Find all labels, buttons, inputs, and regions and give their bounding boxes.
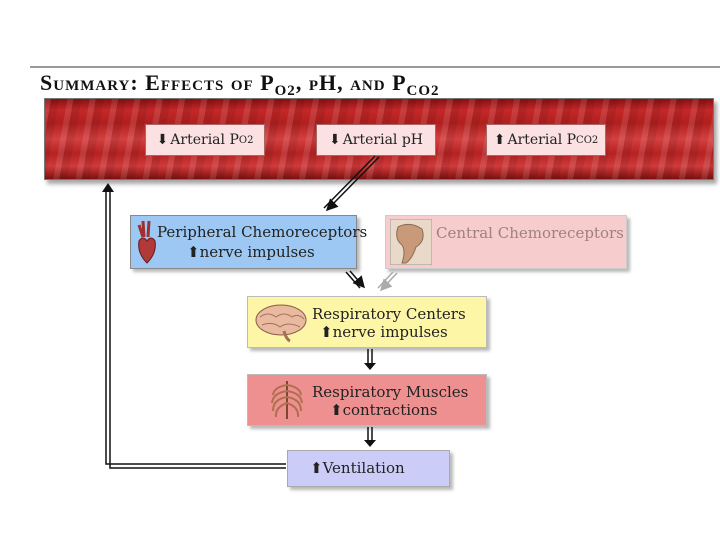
up-arrow-icon: ⬆ [493, 132, 506, 148]
arterial-po2-label: Arterial P [170, 132, 239, 148]
title-text: Summary: Effects of P [40, 70, 275, 95]
title-sub-co2: CO2 [406, 83, 440, 99]
title-rule [30, 66, 720, 68]
arterial-ph-label: Arterial pH [342, 132, 424, 148]
peripheral-subline: ⬆nerve impulses [187, 243, 315, 262]
up-arrow-icon: ⬆ [320, 323, 333, 341]
respiratory-centers-subline: ⬆nerve impulses [320, 323, 448, 342]
arterial-pco2-sub: CO2 [576, 134, 599, 146]
peripheral-title: Peripheral Chemoreceptors [157, 223, 368, 241]
feedback-loop-arrow [102, 183, 286, 469]
peripheral-to-centers-arrow [345, 270, 365, 289]
ribcage-icon [271, 381, 303, 419]
arterial-ph-box: ⬇ Arterial pH [316, 124, 436, 156]
carotid-heart-icon [137, 220, 156, 264]
ventilation-box: ⬆Ventilation [287, 450, 450, 487]
peripheral-chemoreceptors-box: Peripheral Chemoreceptors ⬆nerve impulse… [130, 215, 367, 269]
respiratory-muscles-title: Respiratory Muscles [312, 383, 469, 401]
respiratory-muscles-subtext: contractions [342, 401, 438, 419]
respiratory-muscles-subline: ⬆contractions [330, 401, 437, 420]
down-arrow-icon: ⬇ [328, 132, 341, 148]
centers-to-muscles-arrow [364, 349, 376, 370]
diagram-title: Summary: Effects of PO2, pH, and PCO2 [40, 70, 440, 100]
up-arrow-icon: ⬆ [330, 401, 343, 419]
peripheral-subtext: nerve impulses [199, 243, 315, 261]
muscles-to-ventilation-arrow [364, 427, 376, 447]
title-sub-o2: O2 [274, 83, 296, 99]
respiratory-centers-subtext: nerve impulses [332, 323, 448, 341]
respiratory-muscles-box: Respiratory Muscles ⬆contractions [247, 374, 487, 426]
central-title: Central Chemoreceptors [436, 224, 624, 242]
arterial-pco2-label: Arterial P [507, 132, 577, 148]
ph-to-peripheral-arrow [323, 155, 380, 212]
ventilation-label: ⬆Ventilation [310, 459, 405, 478]
respiratory-centers-box: Respiratory Centers ⬆nerve impulses [247, 296, 487, 348]
central-to-centers-arrow [377, 271, 398, 292]
respiratory-centers-title: Respiratory Centers [312, 305, 466, 323]
arterial-po2-sub: O2 [238, 134, 254, 146]
ventilation-text: Ventilation [322, 459, 405, 477]
central-chemoreceptors-box: Central Chemoreceptors [385, 215, 627, 269]
up-arrow-icon: ⬆ [187, 243, 200, 261]
title-mid: , pH, and P [295, 70, 407, 95]
brain-icon [255, 304, 307, 343]
brainstem-icon [390, 219, 432, 265]
up-arrow-icon: ⬆ [310, 459, 323, 477]
down-arrow-icon: ⬇ [156, 132, 169, 148]
